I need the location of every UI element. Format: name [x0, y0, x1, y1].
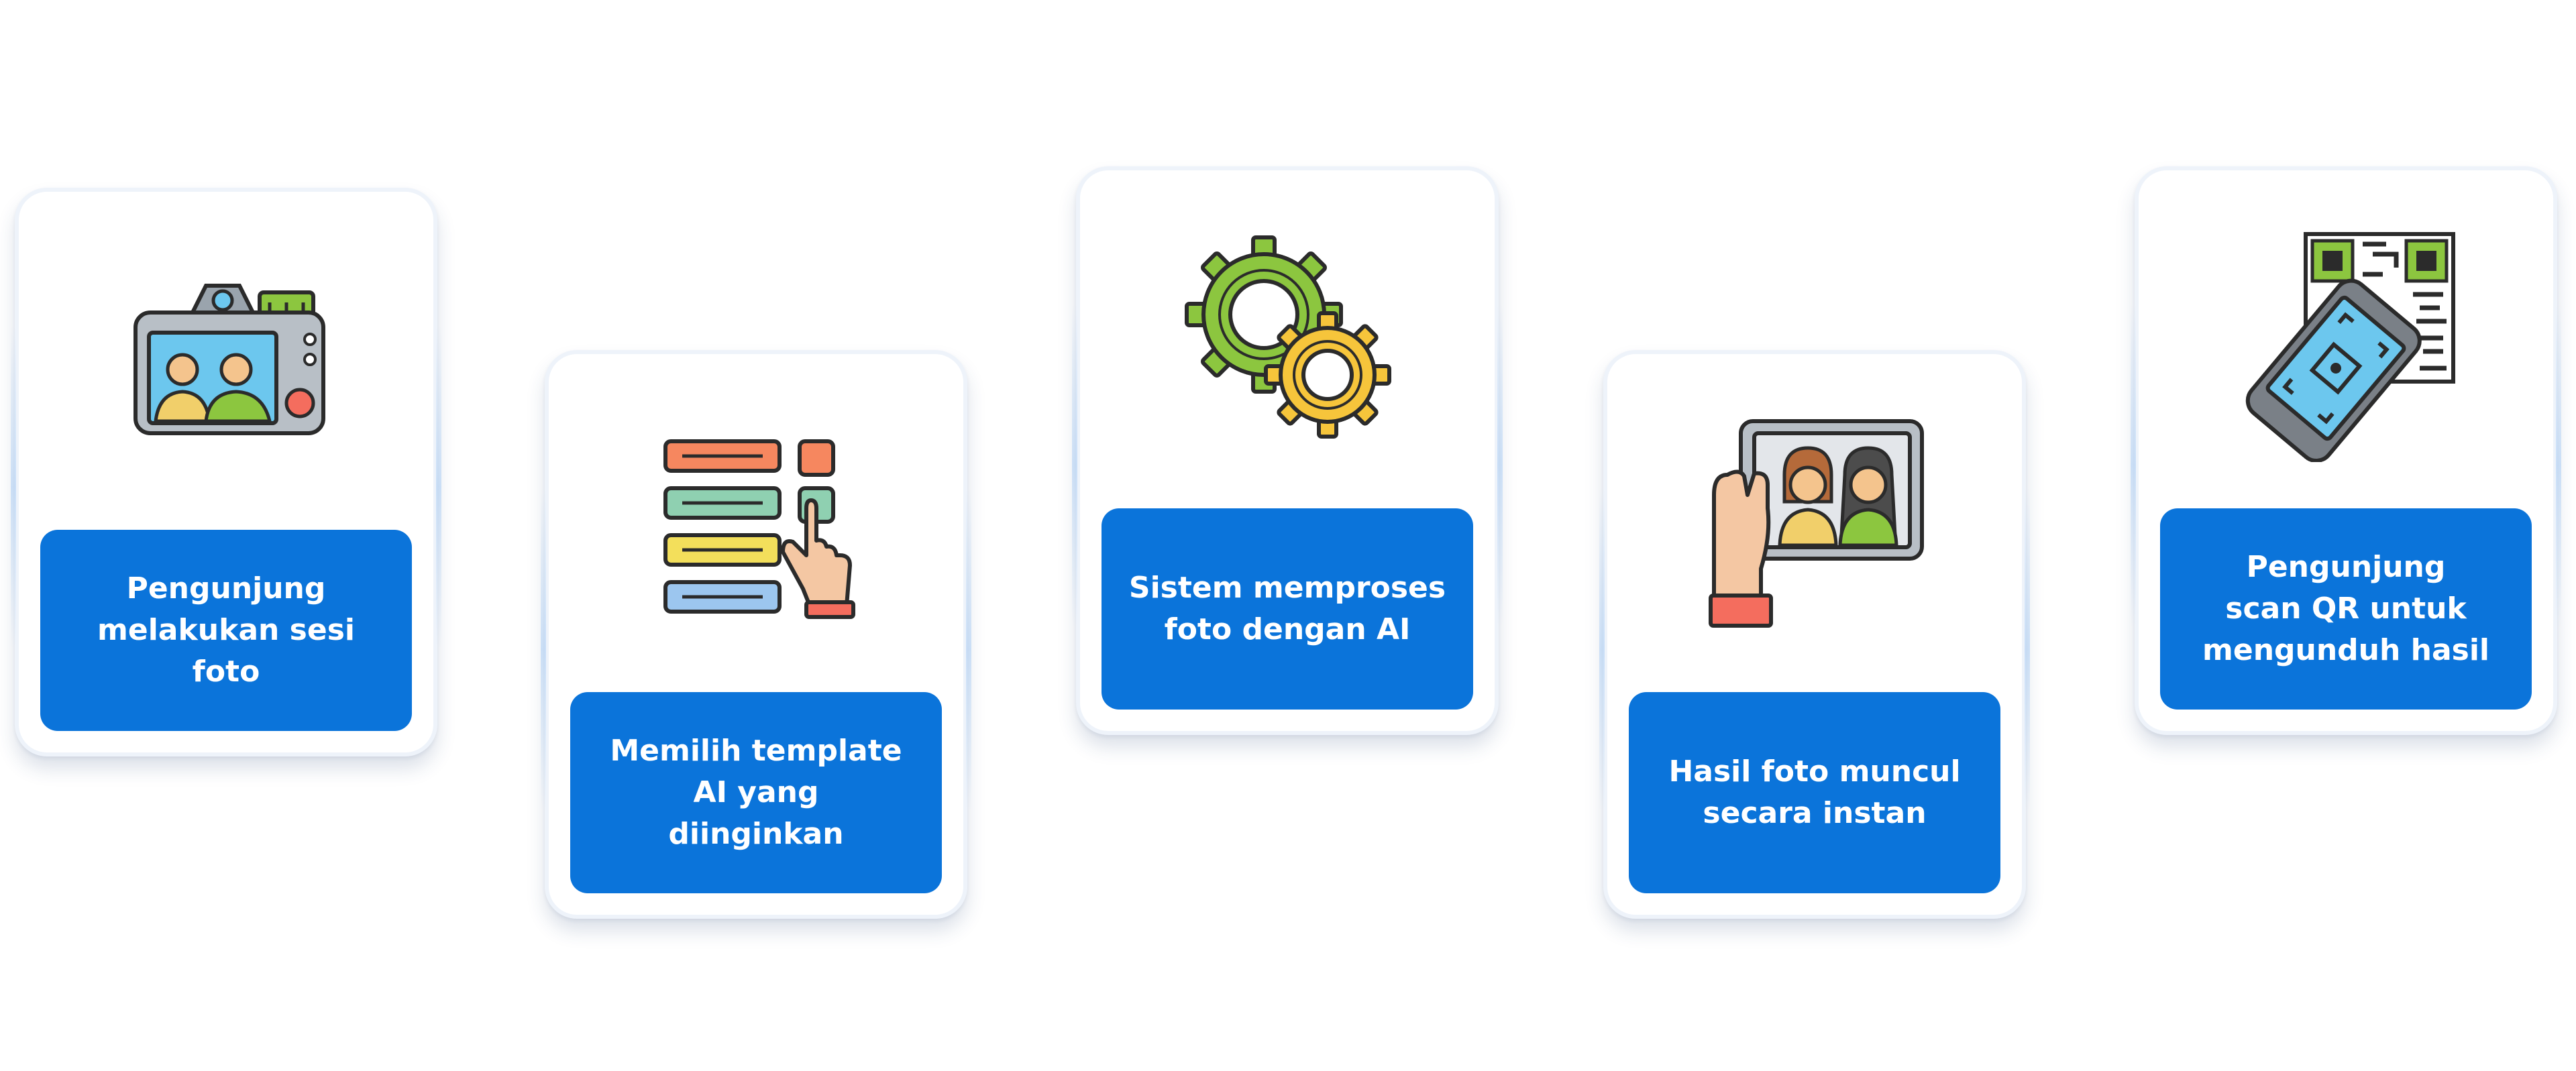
- photo-in-hand-icon: [1709, 419, 1924, 628]
- step-2-label: Memilih template AI yang diinginkan: [610, 734, 902, 851]
- step-1-label: Pengunjung melakukan sesi foto: [97, 571, 355, 689]
- qr-scan-icon: [2245, 232, 2455, 462]
- step-card-2: Memilih template AI yang diinginkan: [541, 350, 971, 919]
- step-2-icon-area: [549, 354, 963, 689]
- step-5-label: Pengunjung scan QR untuk mengunduh hasil: [2202, 550, 2489, 667]
- step-3-icon-area: [1080, 170, 1495, 506]
- step-card-4: Hasil foto muncul secara instan: [1599, 350, 2030, 919]
- step-5-icon-area: [2139, 170, 2553, 506]
- step-3-label: Sistem memproses foto dengan AI: [1128, 571, 1446, 646]
- step-4-icon-area: [1607, 354, 2022, 689]
- step-2-label-box: Memilih template AI yang diinginkan: [570, 692, 942, 893]
- step-4-label: Hasil foto muncul secara instan: [1668, 754, 1961, 830]
- step-1-label-box: Pengunjung melakukan sesi foto: [40, 530, 412, 731]
- gears-icon: [1185, 235, 1391, 439]
- step-1-icon-area: [19, 192, 433, 527]
- step-card-3: Sistem memproses foto dengan AI: [1072, 166, 1503, 735]
- step-card-5: Pengunjung scan QR untuk mengunduh hasil: [2131, 166, 2561, 735]
- step-5-label-box: Pengunjung scan QR untuk mengunduh hasil: [2160, 508, 2532, 710]
- step-4-label-box: Hasil foto muncul secara instan: [1629, 692, 2000, 893]
- select-template-icon: [663, 439, 855, 619]
- camera-icon: [133, 284, 325, 435]
- step-card-1: Pengunjung melakukan sesi foto: [11, 188, 441, 756]
- step-3-label-box: Sistem memproses foto dengan AI: [1102, 508, 1473, 710]
